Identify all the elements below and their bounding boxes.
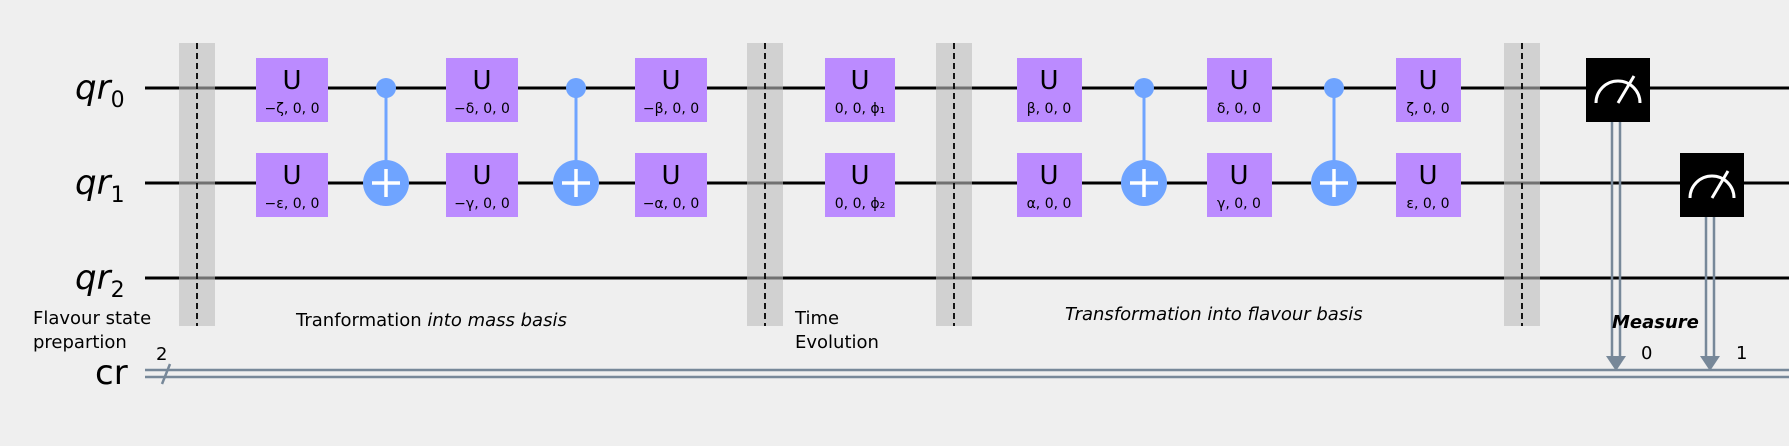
cnot-gate-1 [363,78,409,206]
svg-text:U: U [472,161,491,191]
u-gate-q0-3: U −β, 0, 0 [635,58,707,122]
cnot-target-icon [1121,160,1167,206]
classical-register-size: 2 [156,344,167,365]
cnot-gate-4 [1311,78,1357,206]
u-gate-q0-2: U −δ, 0, 0 [446,58,518,122]
svg-text:U: U [472,66,491,96]
register-label-qr1: qr1 [75,163,125,208]
control-dot-icon [566,78,586,98]
svg-text:U: U [1418,66,1437,96]
svg-text:U: U [850,66,869,96]
measure-arrow-icon [1606,356,1626,371]
classical-bundle-slash [160,363,172,385]
control-dot-icon [376,78,396,98]
svg-text:α, 0, 0: α, 0, 0 [1027,196,1072,212]
u-gate-q1-7: U ε, 0, 0 [1396,153,1461,217]
svg-text:−α, 0, 0: −α, 0, 0 [643,196,700,212]
svg-text:−γ, 0, 0: −γ, 0, 0 [454,196,510,212]
annotation-measure: Measure [1612,312,1699,333]
annotation-prep-line1: Flavour state [33,308,151,329]
svg-text:U: U [1229,161,1248,191]
cnot-target-icon [553,160,599,206]
u-gate-q1-2: U −γ, 0, 0 [446,153,518,217]
svg-text:−ε, 0, 0: −ε, 0, 0 [265,196,320,212]
barrier-4 [1504,43,1540,326]
svg-text:U: U [661,161,680,191]
meter-icon [1594,75,1642,104]
svg-text:U: U [1418,161,1437,191]
control-dot-icon [1134,78,1154,98]
u-gate-q0-6: U δ, 0, 0 [1207,58,1272,122]
svg-text:U: U [282,66,301,96]
svg-text:−δ, 0, 0: −δ, 0, 0 [454,101,510,117]
measure-bit-0: 0 [1641,343,1652,364]
measure-gate-q1 [1680,153,1744,371]
barrier-1 [179,43,215,326]
u-gate-q1-4: U 0, 0, ϕ₂ [825,153,895,217]
annotation-prep-line2: prepartion [33,332,127,353]
register-label-cr: cr [95,353,128,393]
cnot-target-icon [363,160,409,206]
svg-text:U: U [1039,161,1058,191]
barrier-2 [747,43,783,326]
svg-text:U: U [282,161,301,191]
u-gate-q1-3: U −α, 0, 0 [635,153,707,217]
svg-text:U: U [1229,66,1248,96]
annotation-time-line2: Evolution [795,332,879,353]
svg-text:γ, 0, 0: γ, 0, 0 [1217,196,1261,212]
u-gate-q0-1: U −ζ, 0, 0 [256,58,328,122]
control-dot-icon [1324,78,1344,98]
cnot-gate-3 [1121,78,1167,206]
cnot-gate-2 [553,78,599,206]
svg-text:U: U [1039,66,1058,96]
cnot-target-icon [1311,160,1357,206]
meter-icon [1688,170,1736,199]
register-label-qr0: qr0 [75,68,125,113]
svg-text:δ, 0, 0: δ, 0, 0 [1217,101,1261,117]
svg-text:β, 0, 0: β, 0, 0 [1027,101,1072,117]
svg-text:U: U [661,66,680,96]
register-label-qr2: qr2 [75,258,125,303]
svg-text:ζ, 0, 0: ζ, 0, 0 [1406,101,1449,117]
svg-text:0, 0, ϕ₂: 0, 0, ϕ₂ [835,196,885,212]
measure-gate-q0 [1586,58,1650,371]
svg-text:−ζ, 0, 0: −ζ, 0, 0 [265,101,320,117]
u-gate-q0-5: U β, 0, 0 [1017,58,1082,122]
annotation-mass-basis: Tranformation into mass basis [295,310,567,331]
measure-arrow-icon [1700,356,1720,371]
u-gate-q1-1: U −ε, 0, 0 [256,153,328,217]
barrier-3 [936,43,972,326]
measure-bit-1: 1 [1736,343,1747,364]
u-gate-q1-5: U α, 0, 0 [1017,153,1082,217]
svg-text:U: U [850,161,869,191]
annotation-time-line1: Time [794,308,839,329]
u-gate-q1-6: U γ, 0, 0 [1207,153,1272,217]
u-gate-q0-7: U ζ, 0, 0 [1396,58,1461,122]
u-gate-q0-4: U 0, 0, ϕ₁ [825,58,895,122]
svg-text:ε, 0, 0: ε, 0, 0 [1406,196,1449,212]
annotation-flavour-basis: Transformation into flavour basis [1065,304,1363,325]
svg-text:−β, 0, 0: −β, 0, 0 [643,101,699,117]
svg-text:0, 0, ϕ₁: 0, 0, ϕ₁ [835,101,885,117]
